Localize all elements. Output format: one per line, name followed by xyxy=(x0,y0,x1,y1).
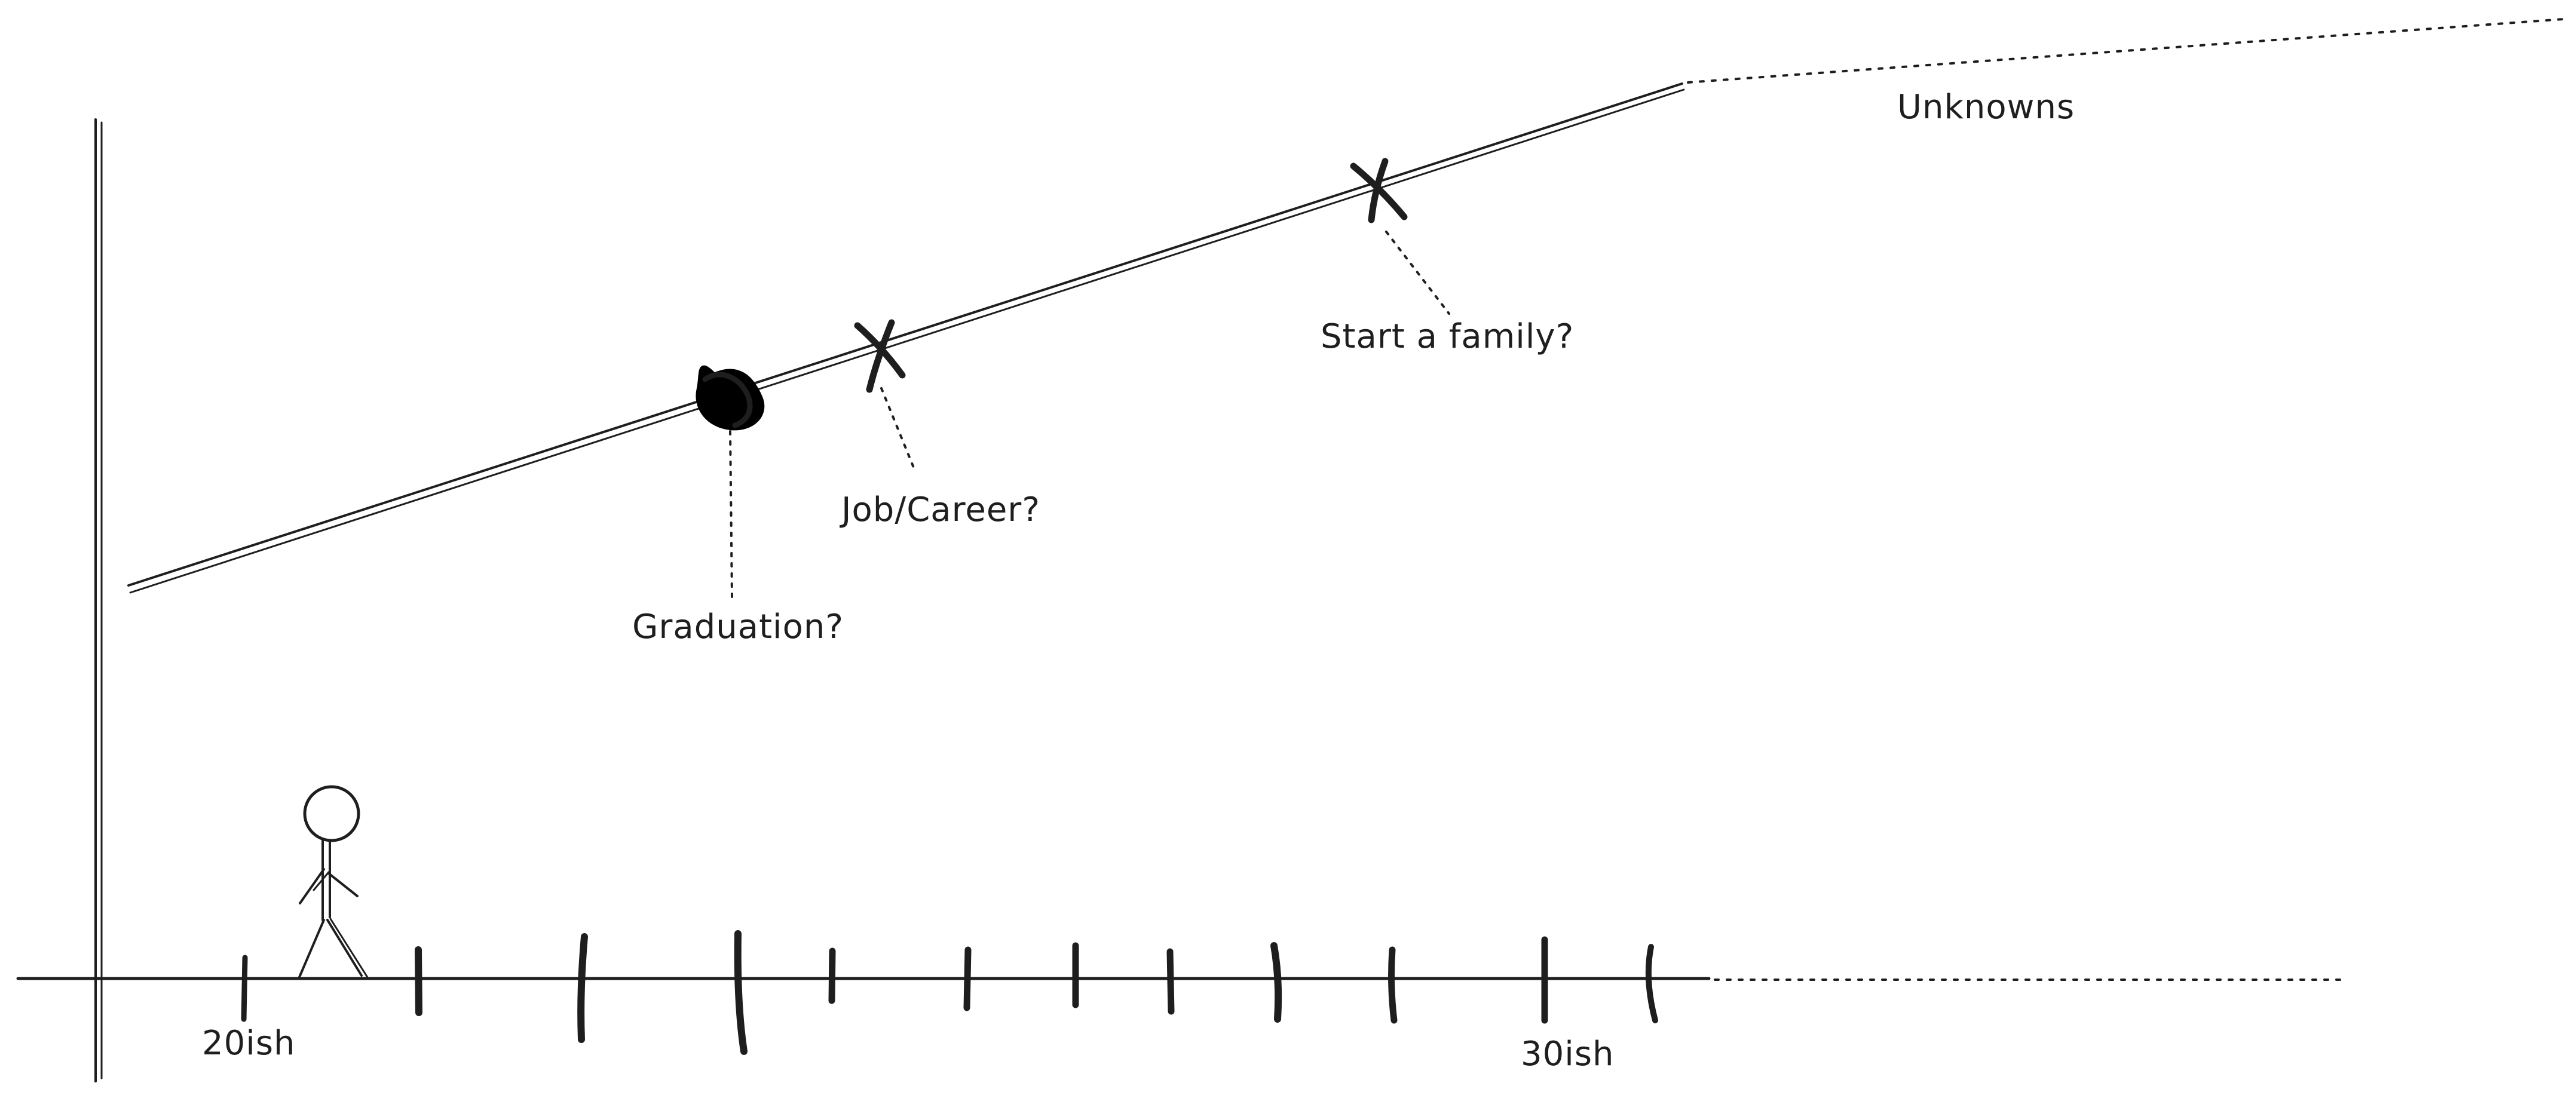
leader-lines xyxy=(729,231,1450,599)
axis-ticks xyxy=(241,930,1658,1055)
tick-mark xyxy=(1270,942,1282,1023)
x-mark-icon xyxy=(1350,158,1408,223)
age-end-label: 30ish xyxy=(1521,1035,1614,1073)
graduation-label: Graduation? xyxy=(632,608,844,646)
tick-mark xyxy=(415,946,422,1016)
tick-mark xyxy=(577,933,588,1043)
filled-blob-icon xyxy=(696,365,765,431)
start-family-label: Start a family? xyxy=(1321,317,1574,356)
x-mark-icon xyxy=(854,319,906,393)
stick-figure-icon xyxy=(298,785,369,980)
tick-mark xyxy=(963,946,972,1011)
tick-mark xyxy=(1645,944,1658,1023)
vertical-axis xyxy=(94,118,103,1082)
tick-mark xyxy=(241,955,248,1022)
trajectory-line xyxy=(127,18,2565,594)
tick-mark xyxy=(1166,948,1175,1015)
horizontal-axis xyxy=(16,977,2350,981)
unknowns-label: Unknowns xyxy=(1897,88,2075,127)
job-career-label: Job/Career? xyxy=(840,490,1040,529)
tick-mark xyxy=(1388,946,1398,1024)
tick-mark xyxy=(734,930,748,1055)
age-start-label: 20ish xyxy=(202,1024,295,1063)
